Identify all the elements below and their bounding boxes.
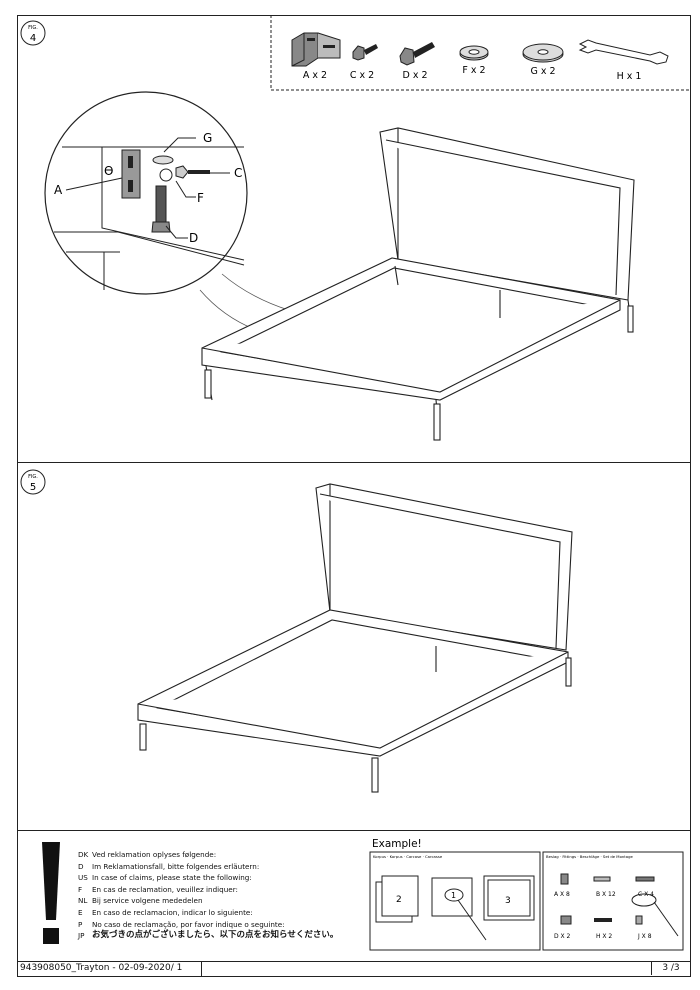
footer-separator — [201, 961, 202, 976]
example-panel-1: 1 — [431, 877, 487, 941]
footer-section-divider — [17, 830, 691, 831]
bracket-icon — [291, 32, 341, 67]
example-panel-2: 2 — [375, 875, 419, 923]
example-title: Example! — [372, 838, 422, 850]
part-label-c: C x 2 — [350, 70, 374, 81]
fig4-illustration: FIG. 4 A x 2 C x 2 D x 2 F x 2 G x 2 — [20, 15, 690, 441]
small-washer-icon — [459, 45, 489, 61]
bed-frame-fig4 — [201, 127, 635, 441]
fig5-badge-number: 5 — [30, 482, 36, 493]
svg-text:C X 4: C X 4 — [638, 891, 654, 898]
svg-text:3: 3 — [505, 896, 511, 906]
fig5-illustration: FIG. 5 — [20, 469, 573, 793]
svg-text:A X 8: A X 8 — [554, 891, 570, 898]
callout-a: A — [54, 183, 63, 197]
footer-rule — [17, 961, 691, 962]
callout-d: D — [189, 231, 198, 245]
svg-text:1: 1 — [451, 891, 456, 900]
part-label-h: H x 1 — [617, 71, 642, 82]
example-panel-3: 3 — [483, 875, 535, 921]
callout-g: G — [203, 131, 212, 145]
fig5-badge-label: FIG. — [28, 474, 38, 480]
bed-frame-fig5 — [137, 483, 573, 793]
footer-page-number: 3 /3 — [651, 962, 690, 975]
svg-text:D X 2: D X 2 — [554, 933, 571, 940]
detail-zoom-circle: ϴ — [44, 91, 248, 295]
fig4-badge-label: FIG. — [28, 25, 38, 31]
svg-text:ϴ: ϴ — [104, 164, 113, 178]
figure-divider — [17, 462, 691, 463]
fig4-badge: FIG. 4 — [20, 20, 46, 46]
warning-exclamation-icon — [42, 842, 60, 944]
fig5-badge: FIG. 5 — [20, 469, 46, 495]
callout-c: C — [234, 166, 242, 180]
svg-text:J X 8: J X 8 — [637, 933, 652, 940]
svg-text:2: 2 — [396, 895, 402, 905]
wrench-icon — [578, 39, 669, 65]
carcass-header: Korpus · Korpus · Carcase · Carcasse — [373, 854, 443, 859]
part-label-f: F x 2 — [462, 65, 485, 76]
part-label-d: D x 2 — [402, 70, 427, 81]
callout-f: F — [197, 191, 204, 205]
large-washer-icon — [522, 43, 564, 63]
fittings-grid: A X 8 B X 12 C X 4 D X 2 H X 2 J X 8 — [554, 873, 679, 940]
svg-text:B X 12: B X 12 — [596, 891, 616, 898]
part-label-g: G x 2 — [530, 66, 555, 77]
instruction-sheet — [17, 15, 691, 977]
short-bolt-icon — [352, 44, 378, 61]
svg-text:H X 2: H X 2 — [596, 933, 612, 940]
example-box: Example! Korpus · Korpus · Carcase · Car… — [369, 838, 684, 951]
fittings-header: Beslag · Fittings · Beschläge · Set de M… — [546, 854, 634, 859]
fig4-badge-number: 4 — [30, 33, 36, 44]
long-bolt-icon — [399, 42, 435, 66]
part-label-a: A x 2 — [303, 70, 327, 81]
footer-document-id: 943908050_Trayton - 02-09-2020/ 1 — [20, 963, 183, 973]
detail-callouts — [65, 137, 230, 239]
